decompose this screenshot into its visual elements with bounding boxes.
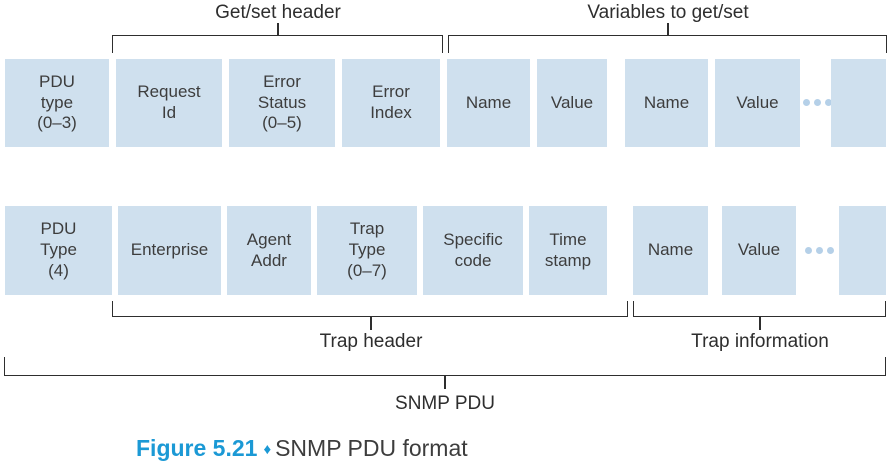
field-request-id: Request Id [116,59,222,147]
field-pdu-type-row1: PDU type (0–3) [5,59,109,147]
bracket-trap-header-tick [370,316,372,330]
figure-number: Figure 5.21 [136,435,258,461]
bracket-trap-information [633,301,886,317]
label-trap-header: Trap header [319,331,423,352]
bracket-trap-header [112,301,628,317]
label-trap-information: Trap information [691,331,829,352]
figure-title: SNMP PDU format [275,435,468,461]
field-pdu-type-row2: PDU Type (4) [5,206,112,295]
ellipsis-dots-icon [803,99,832,106]
bracket-variables-to-get-set [448,35,887,53]
bracket-variables-to-get-set-tick [667,23,669,35]
figure-caption: Figure 5.21 ♦SNMP PDU format [136,435,468,462]
diamond-icon: ♦ [263,441,272,458]
bracket-snmp-pdu-tick [444,375,446,389]
bracket-snmp-pdu [4,357,886,376]
label-get-set-header: Get/set header [215,2,341,23]
field-value-2-row1: Value [715,59,800,147]
field-continuation-row1 [831,59,886,147]
field-specific-code: Specific code [423,206,523,295]
field-value-1-row1: Value [537,59,607,147]
ellipsis-dots-icon [805,247,834,254]
field-trap-type: Trap Type (0–7) [317,206,417,295]
field-enterprise: Enterprise [118,206,221,295]
field-continuation-row2 [839,206,886,295]
label-variables-to-get-set: Variables to get/set [587,2,749,23]
field-time-stamp: Time stamp [529,206,607,295]
field-name-2-row1: Name [625,59,708,147]
bracket-get-set-header [112,35,443,53]
field-value-row2: Value [722,206,796,295]
label-snmp-pdu: SNMP PDU [395,393,495,414]
field-error-index: Error Index [342,59,440,147]
field-name-row2: Name [633,206,708,295]
bracket-get-set-header-tick [277,23,279,35]
bracket-trap-information-tick [759,316,761,330]
field-error-status: Error Status (0–5) [229,59,335,147]
field-agent-addr: Agent Addr [227,206,311,295]
field-name-1-row1: Name [447,59,530,147]
